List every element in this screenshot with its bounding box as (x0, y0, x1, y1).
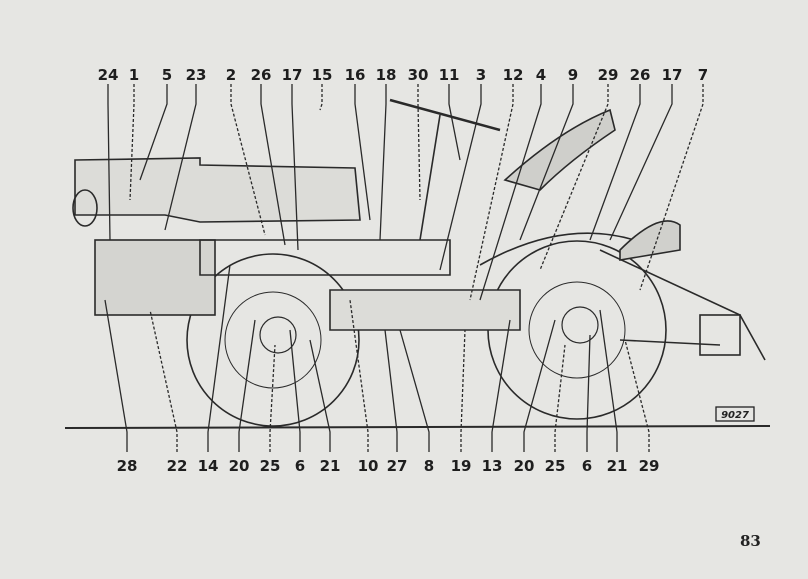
bottom-callout-25: 25 (545, 457, 566, 475)
steering-wheel (389, 98, 501, 132)
hood (74, 157, 361, 223)
bottom-callout-8: 8 (424, 457, 434, 475)
bottom-callout-6: 6 (582, 457, 592, 475)
top-callout-7: 7 (698, 66, 708, 84)
ground-line (64, 425, 771, 429)
top-leader-line (107, 84, 111, 241)
top-leader-line (291, 84, 299, 251)
bottom-leader-line (149, 309, 178, 452)
bottom-callout-10: 10 (358, 457, 379, 475)
top-leader-line (448, 84, 461, 161)
top-callout-23: 23 (186, 66, 207, 84)
top-callout-4: 4 (536, 66, 546, 84)
top-callout-26: 26 (630, 66, 651, 84)
bottom-leader-line (586, 334, 591, 452)
top-callout-16: 16 (345, 66, 366, 84)
top-callout-2: 2 (226, 66, 236, 84)
bottom-callout-28: 28 (117, 457, 138, 475)
bottom-leader-line (309, 339, 331, 452)
front-wheel (186, 253, 360, 427)
bottom-leader-line (349, 299, 369, 452)
bottom-leader-line (384, 329, 398, 452)
top-callout-18: 18 (376, 66, 397, 84)
top-callout-5: 5 (162, 66, 172, 84)
top-leader-line (354, 84, 371, 221)
drawing-number-box: 9027 (715, 406, 755, 422)
top-callout-17: 17 (282, 66, 303, 84)
top-leader-line (479, 84, 542, 301)
top-callout-12: 12 (503, 66, 524, 84)
bottom-leader-line (624, 339, 650, 452)
top-leader-line (519, 84, 574, 241)
bottom-leader-line (104, 299, 128, 452)
bottom-leader-line (491, 319, 511, 452)
top-leader-line (417, 84, 421, 201)
top-callout-15: 15 (312, 66, 333, 84)
bottom-callout-29: 29 (639, 457, 660, 475)
seat (503, 108, 616, 191)
bottom-leader-line (523, 319, 556, 452)
bottom-leader-line (399, 329, 430, 452)
top-leader-line (469, 84, 514, 301)
bottom-callout-6: 6 (295, 457, 305, 475)
top-callout-26: 26 (251, 66, 272, 84)
bottom-leader-line (238, 319, 256, 452)
top-leader-line (164, 84, 197, 231)
top-leader-line (379, 84, 387, 241)
engine-block (94, 239, 216, 316)
bottom-leader-line (460, 329, 466, 452)
top-leader-line (639, 84, 704, 291)
bottom-callout-20: 20 (514, 457, 535, 475)
top-callout-30: 30 (408, 66, 429, 84)
bottom-leader-line (207, 264, 231, 452)
top-callout-1: 1 (129, 66, 139, 84)
svg-text:9027: 9027 (721, 410, 749, 421)
top-callout-3: 3 (476, 66, 486, 84)
top-callout-24: 24 (98, 66, 119, 84)
bottom-callout-21: 21 (320, 457, 341, 475)
bottom-callout-27: 27 (387, 457, 408, 475)
bottom-leader-line (289, 329, 301, 452)
bottom-leader-line (269, 344, 276, 452)
top-leader-line (439, 84, 482, 271)
bottom-callout-22: 22 (167, 457, 188, 475)
bottom-callout-14: 14 (198, 457, 219, 475)
top-leader-line (260, 84, 286, 246)
bottom-callout-19: 19 (451, 457, 472, 475)
top-callout-29: 29 (598, 66, 619, 84)
top-callout-9: 9 (568, 66, 578, 84)
top-leader-line (609, 84, 673, 241)
bottom-leader-line (554, 344, 566, 452)
top-leader-line (139, 84, 168, 181)
top-leader-line (539, 84, 609, 271)
top-callout-17: 17 (662, 66, 683, 84)
bottom-leader-line (599, 309, 618, 452)
bottom-callout-25: 25 (260, 457, 281, 475)
top-callout-11: 11 (439, 66, 460, 84)
top-leader-line (129, 84, 135, 201)
bottom-callout-13: 13 (482, 457, 503, 475)
bottom-callout-20: 20 (229, 457, 250, 475)
top-leader-line (230, 84, 266, 236)
page-number: 83 (740, 532, 761, 550)
bottom-callout-21: 21 (607, 457, 628, 475)
top-leader-line (589, 84, 641, 241)
frame (199, 239, 451, 276)
top-leader-line (319, 84, 323, 111)
